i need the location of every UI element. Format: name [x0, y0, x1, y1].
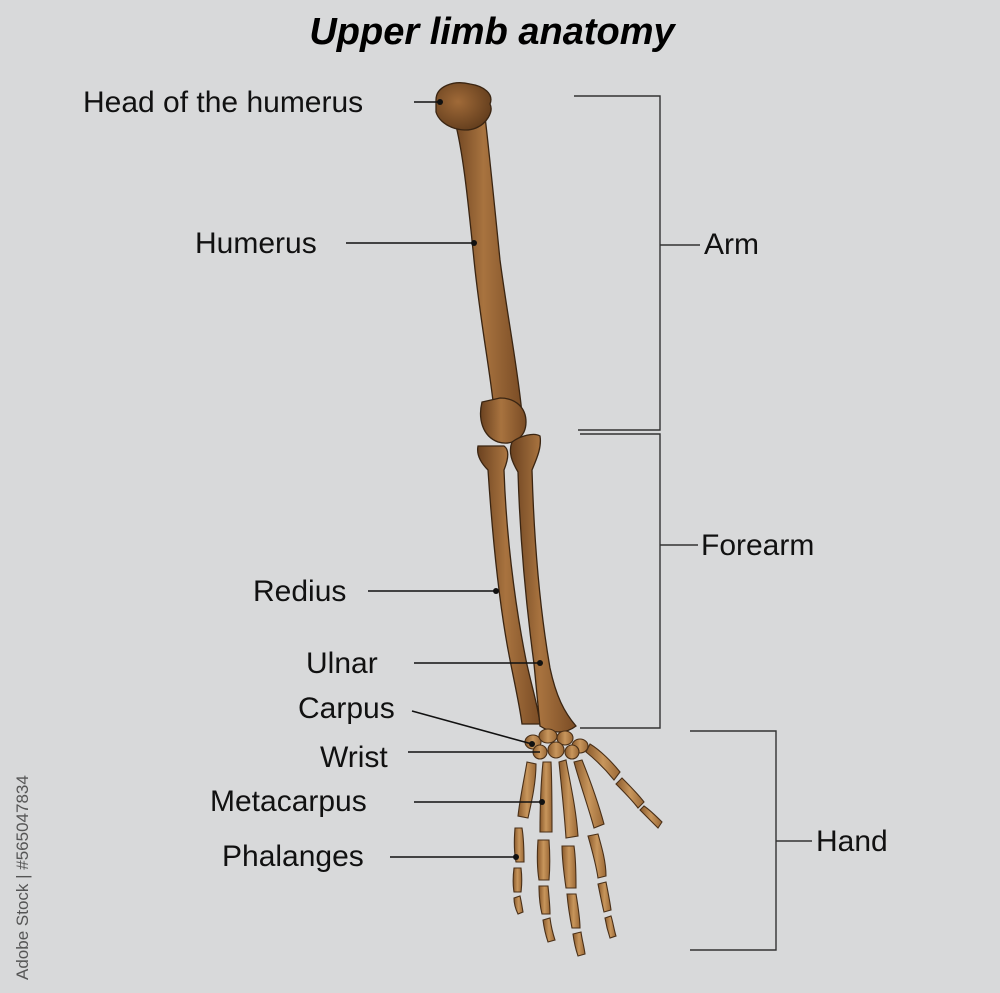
- bracket-forearm: [580, 433, 698, 729]
- bracket-arm: [574, 95, 700, 431]
- leader-carpus: [411, 710, 533, 745]
- label-humerus: Humerus: [195, 227, 317, 260]
- region-label-forearm: Forearm: [701, 529, 814, 562]
- label-metacarpus: Metacarpus: [210, 785, 367, 818]
- region-label-arm: Arm: [704, 228, 759, 261]
- label-phalanges: Phalanges: [222, 840, 364, 873]
- humerus-bone: [435, 82, 527, 444]
- humerus-head: [435, 82, 492, 131]
- label-wrist: Wrist: [320, 741, 388, 774]
- pointer-dot: [471, 240, 477, 246]
- diagram-title: Upper limb anatomy: [309, 11, 676, 53]
- label-radius: Redius: [253, 575, 346, 608]
- label-head-of-humerus: Head of the humerus: [83, 86, 363, 119]
- pointer-dot: [539, 799, 545, 805]
- pointer-dot: [529, 741, 535, 747]
- label-ulnar: Ulnar: [306, 647, 378, 680]
- pointer-dot: [537, 660, 543, 666]
- region-label-hand: Hand: [816, 825, 888, 858]
- ulna-bone: [509, 433, 577, 733]
- hand-bones: [512, 728, 663, 957]
- watermark-stock-id: Adobe Stock | #565047834: [13, 775, 32, 980]
- pointer-dot: [437, 99, 443, 105]
- pointer-dot: [493, 588, 499, 594]
- bracket-hand: [690, 730, 812, 951]
- pointer-dot: [513, 854, 519, 860]
- label-carpus: Carpus: [298, 692, 395, 725]
